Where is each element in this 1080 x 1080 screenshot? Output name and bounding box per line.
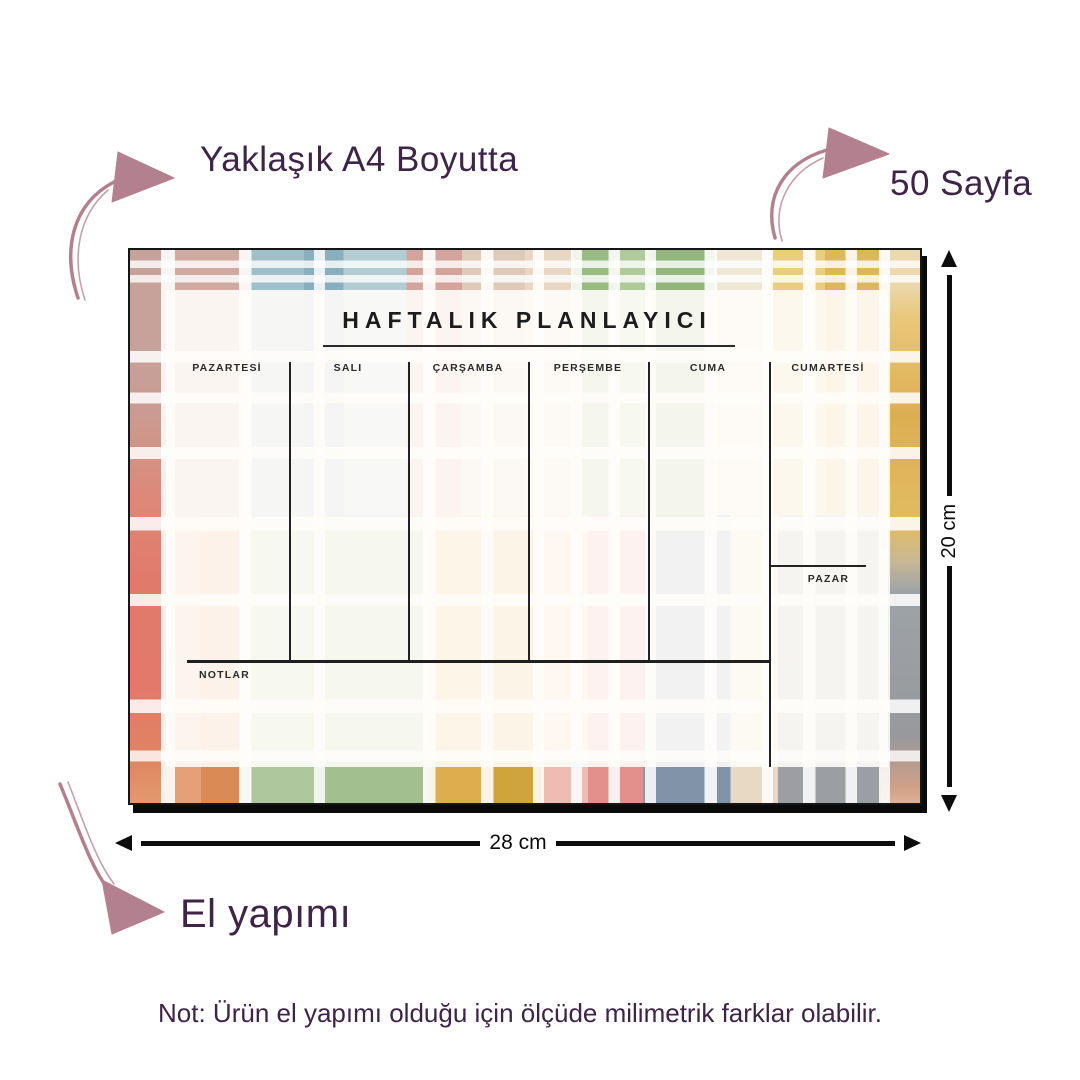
planner-pad: HAFTALIK PLANLAYICI PAZARTESİ SALI ÇARŞA…: [128, 248, 922, 805]
curved-arrow-right-icon: [770, 127, 890, 242]
height-dimension-label: 20 cm: [937, 503, 960, 559]
dimension-line: [946, 275, 952, 496]
dimension-line: [141, 840, 481, 846]
day-header-monday: PAZARTESİ: [192, 362, 262, 374]
notes-divider-line: [187, 660, 771, 663]
dimension-line: [555, 840, 895, 846]
curved-arrow-down-right-icon: [58, 781, 165, 935]
column-divider: [528, 362, 530, 660]
sunday-divider-line: [769, 565, 866, 567]
dimension-line: [946, 566, 952, 787]
width-dimension-label: 28 cm: [489, 831, 547, 854]
planner-sheet: HAFTALIK PLANLAYICI PAZARTESİ SALI ÇARŞA…: [166, 290, 888, 767]
column-divider: [408, 362, 410, 660]
planner-title: HAFTALIK PLANLAYICI: [342, 307, 712, 333]
pages-annotation: 50 Sayfa: [890, 164, 1033, 203]
bottom-note: Not: Ürün el yapımı olduğu için ölçüde m…: [158, 998, 882, 1028]
day-header-tuesday: SALI: [333, 362, 363, 374]
column-divider: [648, 362, 650, 660]
arrowhead-right-icon: [904, 835, 921, 851]
day-header-wednesday: ÇARŞAMBA: [432, 362, 504, 374]
title-underline: [323, 345, 735, 347]
size-annotation: Yaklaşık A4 Boyutta: [200, 140, 519, 179]
column-divider: [289, 362, 291, 660]
day-header-saturday: CUMARTESİ: [791, 362, 865, 374]
arrowhead-left-icon: [115, 835, 132, 851]
notes-label: NOTLAR: [199, 669, 250, 681]
curved-arrow-up-right-icon: [69, 151, 175, 301]
day-header-friday: CUMA: [689, 362, 727, 374]
width-dimension-arrow: 28 cm: [115, 831, 921, 854]
arrowhead-down-icon: [941, 795, 957, 812]
arrowhead-up-icon: [941, 250, 957, 267]
height-dimension-arrow: 20 cm: [936, 250, 962, 812]
handmade-annotation: El yapımı: [180, 892, 352, 936]
column-divider-saturday: [769, 362, 771, 767]
day-header-thursday: PERŞEMBE: [553, 362, 623, 374]
sunday-label: PAZAR: [807, 573, 850, 585]
